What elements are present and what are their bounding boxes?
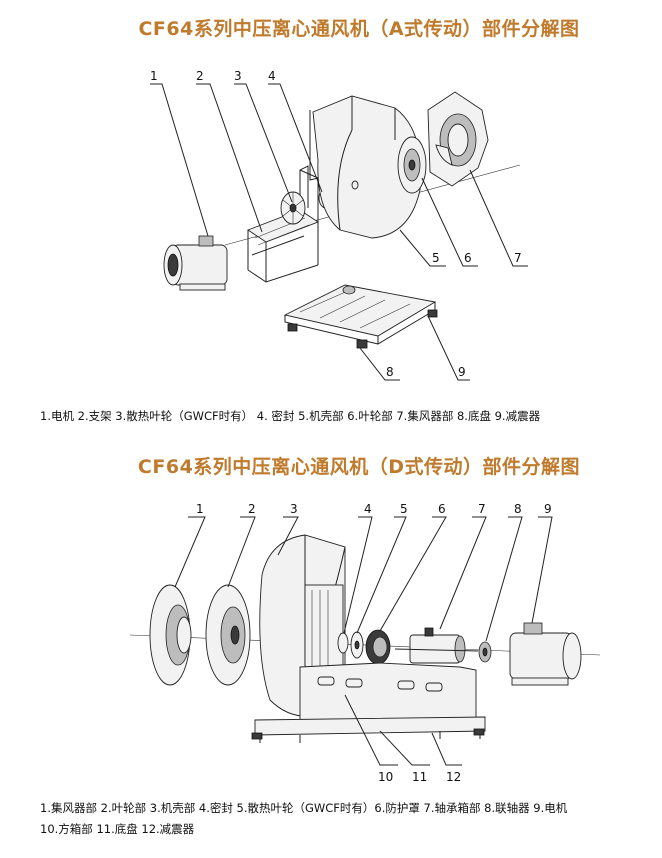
diagram-d-title: CF64系列中压离心通风机（D式传动）部件分解图 xyxy=(137,456,581,478)
base-part-d xyxy=(251,716,486,743)
label-d-5: 5 xyxy=(400,502,408,516)
label-d-8: 8 xyxy=(514,502,522,516)
frame-part xyxy=(247,165,319,283)
label-a-9: 9 xyxy=(458,365,466,379)
label-a-5: 5 xyxy=(432,251,440,265)
label-a-6: 6 xyxy=(464,251,472,265)
impeller-part-d xyxy=(205,584,251,686)
box-frame-part-d xyxy=(299,662,477,734)
impeller-part xyxy=(397,136,427,194)
base-plate-part xyxy=(283,284,438,349)
casing-part xyxy=(309,95,422,239)
motor-part xyxy=(163,235,228,291)
inlet-part-d xyxy=(149,584,192,686)
label-a-2: 2 xyxy=(196,69,204,83)
label-d-9: 9 xyxy=(544,502,552,516)
inlet-cone-part xyxy=(427,91,489,187)
cooling-wheel-part xyxy=(280,191,306,225)
label-d-2: 2 xyxy=(248,502,256,516)
seal-part-d xyxy=(337,632,349,654)
leader-lines-a xyxy=(150,83,528,381)
label-a-4: 4 xyxy=(268,69,276,83)
guard-part-d xyxy=(365,629,391,665)
label-d-10: 10 xyxy=(378,770,393,784)
label-d-11: 11 xyxy=(412,770,427,784)
diagram-d-exploded-view: 1 2 3 4 5 6 7 8 9 10 11 12 xyxy=(129,502,601,784)
diagram-a-legend: 1.电机 2.支架 3.散热叶轮（GWCF时有） 4. 密封 5.机壳部 6.叶… xyxy=(40,409,541,423)
label-a-1: 1 xyxy=(150,69,158,83)
label-d-12: 12 xyxy=(446,770,461,784)
diagram-d-legend-line1: 1.集风器部 2.叶轮部 3.机壳部 4.密封 5.散热叶轮（GWCF时有）6.… xyxy=(40,801,568,815)
diagram-a-exploded-view: 1 2 3 4 5 6 7 8 9 xyxy=(150,69,528,381)
label-a-7: 7 xyxy=(514,251,522,265)
label-d-3: 3 xyxy=(290,502,298,516)
label-a-8: 8 xyxy=(386,365,394,379)
label-d-4: 4 xyxy=(364,502,372,516)
coupling-part-d xyxy=(478,641,492,663)
motor-part-d xyxy=(509,622,582,686)
label-d-6: 6 xyxy=(438,502,446,516)
leader-lines-d xyxy=(174,516,553,766)
bearing-box-part-d xyxy=(394,627,479,664)
label-d-7: 7 xyxy=(478,502,486,516)
diagram-d-legend-line2: 10.方箱部 11.底盘 12.减震器 xyxy=(40,822,195,836)
diagram-a-title: CF64系列中压离心通风机（A式传动）部件分解图 xyxy=(138,18,580,40)
label-d-1: 1 xyxy=(196,502,204,516)
label-a-3: 3 xyxy=(234,69,242,83)
cooling-wheel-part-d xyxy=(350,631,364,659)
